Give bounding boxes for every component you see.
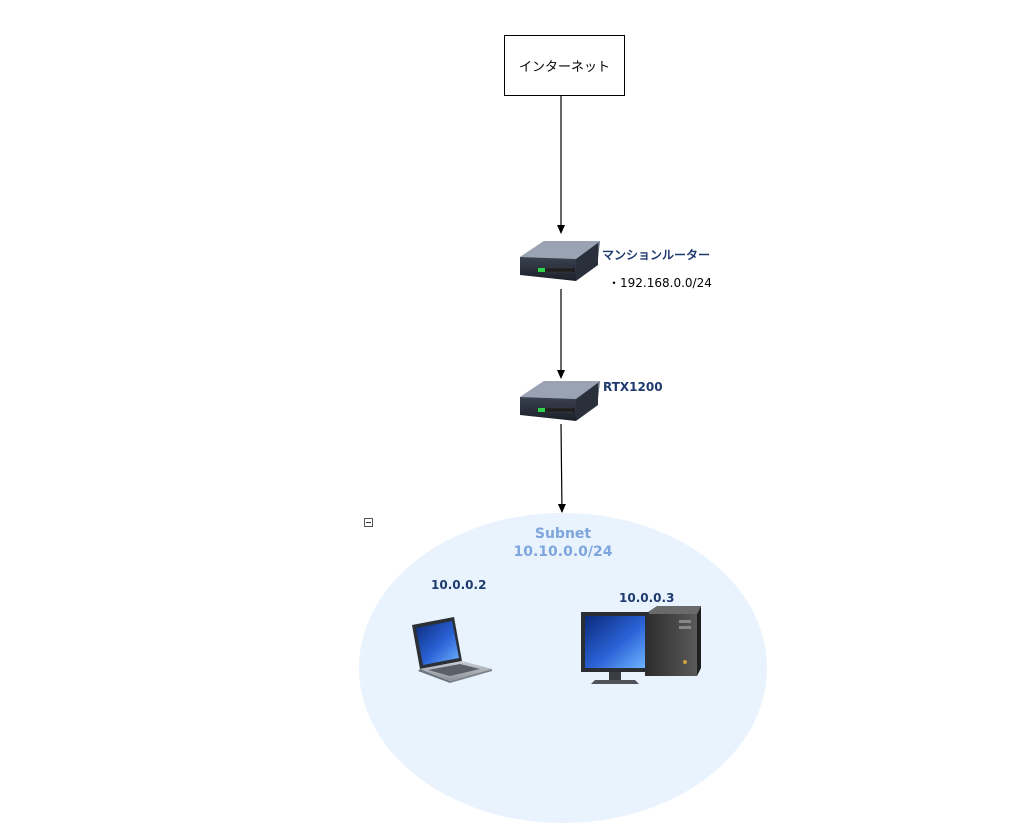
collapse-toggle-icon[interactable] [364,518,373,527]
laptop-ip-label: 10.0.0.2 [431,578,487,592]
subnet-title: Subnet 10.10.0.0/24 [503,525,623,561]
mansion-router-subnet-note: ・192.168.0.0/24 [608,276,712,290]
internet-label: インターネット [518,60,610,75]
network-switch-icon[interactable] [520,381,600,421]
rtx1200-label: RTX1200 [603,380,663,394]
laptop-icon[interactable] [412,617,492,683]
subnet-cidr: 10.10.0.0/24 [513,544,613,560]
mansion-router-label: マンションルーター [602,248,711,262]
desktop-computer-icon[interactable] [581,606,701,684]
internet-node[interactable]: インターネット [504,35,625,96]
network-switch-icon[interactable] [520,241,600,281]
desktop-ip-label: 10.0.0.3 [619,591,675,605]
subnet-name: Subnet [534,526,592,542]
subnet-area[interactable] [359,513,767,823]
edge-rtx1200-to-subnet [557,423,566,513]
